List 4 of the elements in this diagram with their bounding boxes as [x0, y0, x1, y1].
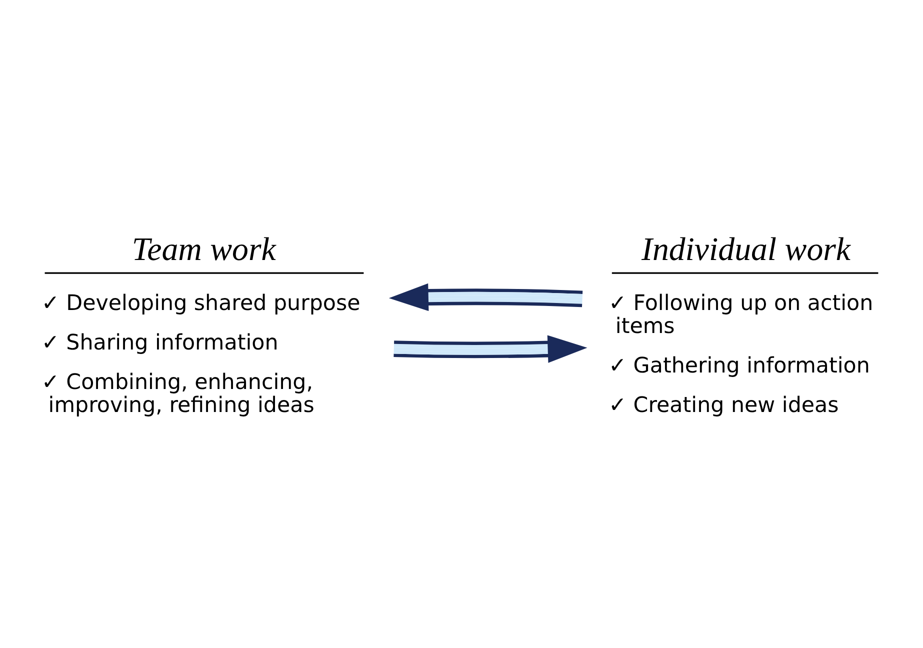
node-text: Team work ✓ Developing shared purpose ✓ Sharing information ✓ Combining, enhancing, improving, refining ideas — [42, 232, 360, 418]
arrow — [394, 335, 588, 363]
node-text: Individual work ✓ Following up on action items ✓ Gathering information ✓ Creating new ideas — [608, 232, 874, 418]
arrow — [388, 283, 583, 312]
